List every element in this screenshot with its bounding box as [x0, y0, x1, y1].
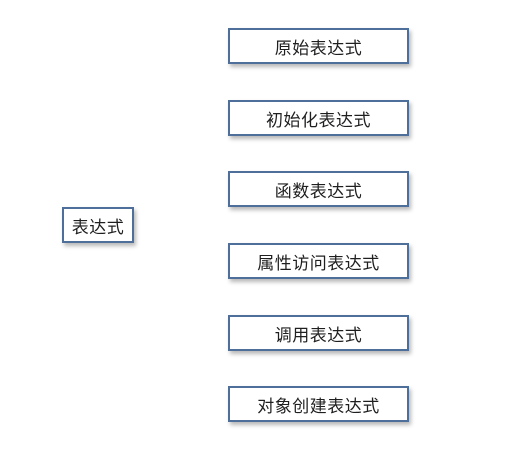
child-node-initializer-expression: 初始化表达式	[228, 100, 409, 136]
root-node-expression: 表达式	[62, 207, 134, 243]
child-node-property-access-expression: 属性访问表达式	[228, 243, 409, 279]
child-node-invocation-expression: 调用表达式	[228, 315, 409, 351]
child-node-object-creation-expression: 对象创建表达式	[228, 386, 409, 422]
child-node-primary-expression: 原始表达式	[228, 28, 409, 64]
child-node-function-expression: 函数表达式	[228, 171, 409, 207]
